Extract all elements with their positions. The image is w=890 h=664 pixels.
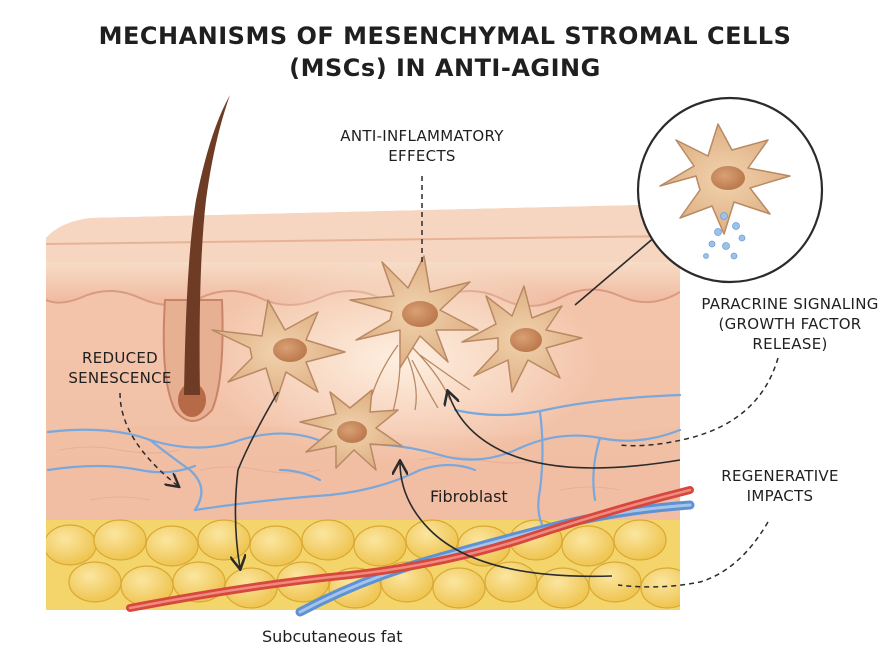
title-line-2: (MSCs) IN ANTI-AGING <box>289 54 601 82</box>
growth-factor-particles <box>703 212 746 260</box>
label-fibroblast: Fibroblast <box>430 487 508 506</box>
leader-lines <box>119 176 779 588</box>
label-reduced-senescence: REDUCED SENESCENCE <box>60 348 180 388</box>
title-line-1: MECHANISMS OF MESENCHYMAL STROMAL CELLS <box>98 22 792 50</box>
stromal-cell-1 <box>211 299 346 403</box>
stromal-cell-2 <box>349 255 479 369</box>
label-regenerative-line2: IMPACTS <box>746 487 814 505</box>
diagram-title: MECHANISMS OF MESENCHYMAL STROMAL CELLS … <box>0 20 890 84</box>
paracrine-zoom-callout <box>574 96 824 306</box>
flow-arrows <box>235 392 681 578</box>
label-paracrine-line2: (GROWTH FACTOR <box>718 315 862 333</box>
label-reduced-senescence-line1: REDUCED <box>81 349 159 367</box>
stromal-cell-4 <box>299 389 403 471</box>
label-anti-inflammatory: ANTI-INFLAMMATORY EFFECTS <box>316 126 528 166</box>
label-regenerative-line1: REGENERATIVE <box>721 467 839 485</box>
label-regenerative-impacts: REGENERATIVE IMPACTS <box>700 466 860 506</box>
hair-follicle <box>162 95 230 422</box>
secreting-cell <box>659 123 791 235</box>
label-anti-inflammatory-line1: ANTI-INFLAMMATORY <box>340 127 504 145</box>
label-paracrine-line1: PARACRINE SIGNALING <box>701 295 879 313</box>
label-subcutaneous-fat: Subcutaneous fat <box>262 627 403 646</box>
label-reduced-senescence-line2: SENESCENCE <box>68 369 172 387</box>
fat-cells <box>46 519 680 609</box>
label-paracrine-signaling: PARACRINE SIGNALING (GROWTH FACTOR RELEA… <box>690 294 890 354</box>
blood-vessels <box>46 393 695 617</box>
label-paracrine-line3: RELEASE) <box>752 335 828 353</box>
stromal-cell-3 <box>461 285 583 393</box>
label-anti-inflammatory-line2: EFFECTS <box>388 147 456 165</box>
capillary-network <box>46 393 682 532</box>
